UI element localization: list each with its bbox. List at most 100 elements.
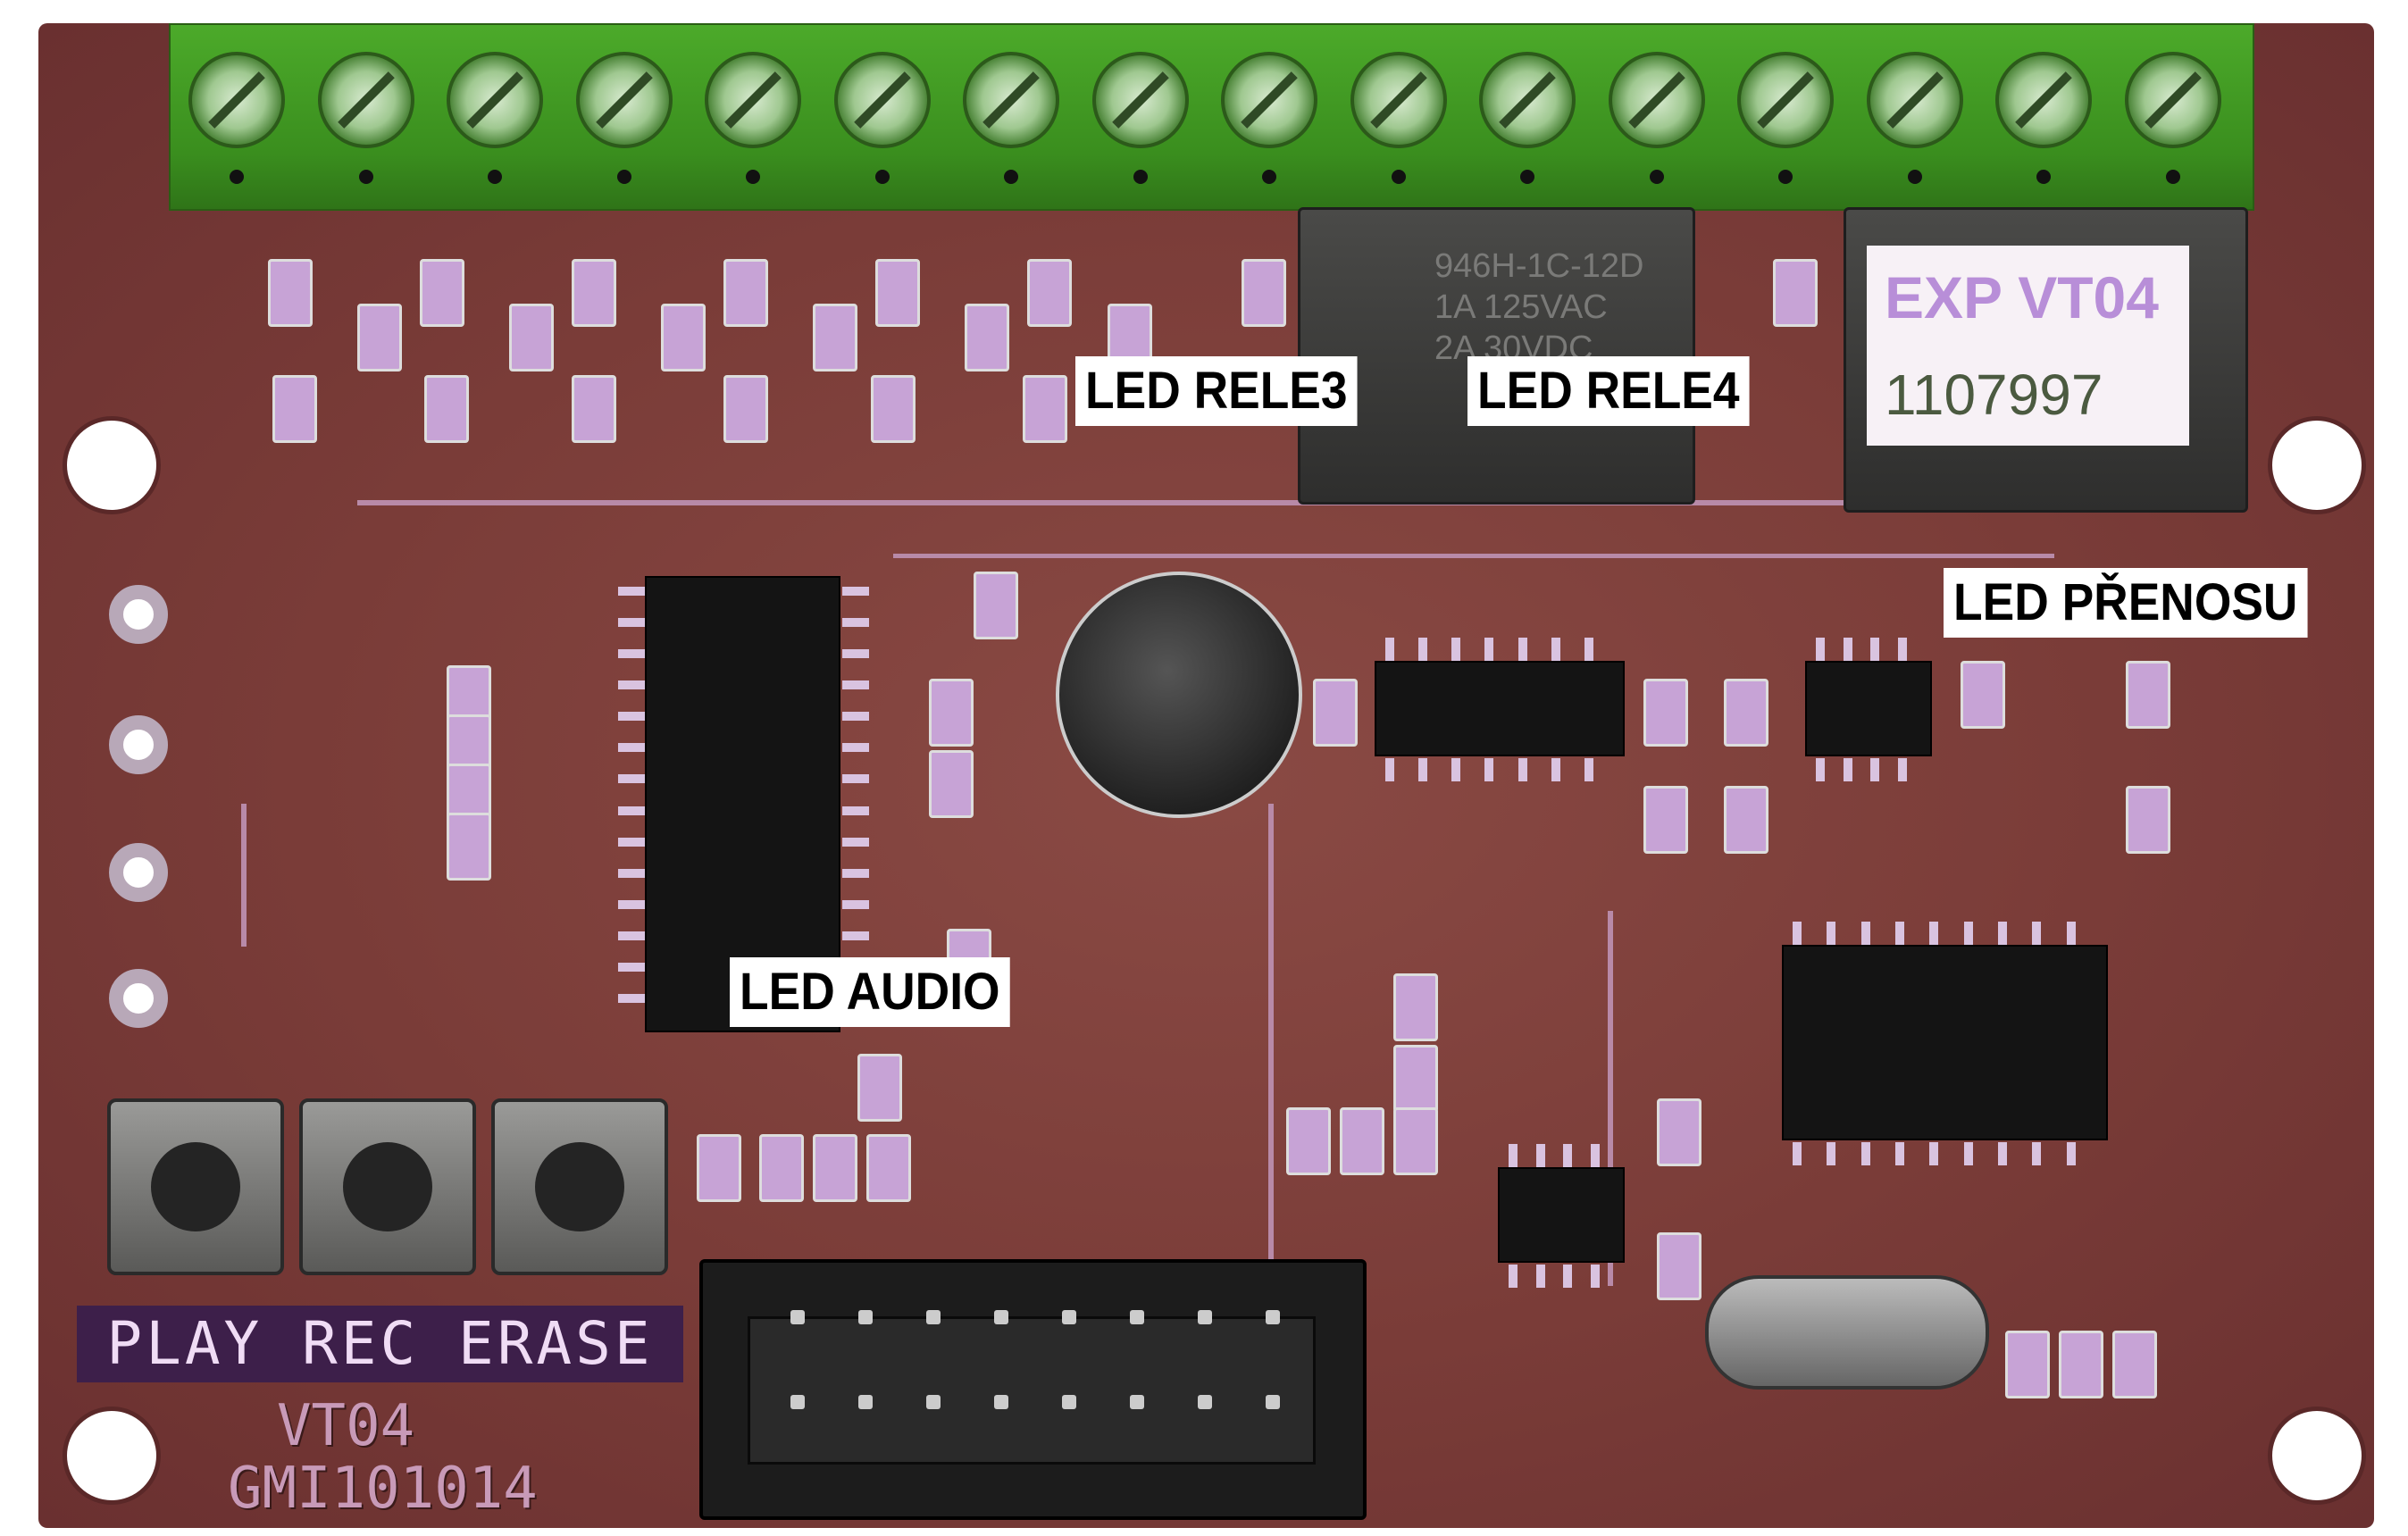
smd-component xyxy=(2005,1331,2050,1398)
terminal-hole xyxy=(1649,170,1664,184)
ic-pin xyxy=(842,899,869,909)
pcb-trace xyxy=(241,804,247,947)
ic-pin xyxy=(1484,758,1494,781)
mounting-hole xyxy=(63,1407,161,1505)
smd-component xyxy=(1643,679,1688,747)
smd-component xyxy=(1393,1045,1438,1113)
ic-pin xyxy=(1998,922,2007,945)
ic-pin xyxy=(618,993,645,1003)
smd-component xyxy=(420,259,464,327)
smd-component xyxy=(965,304,1009,371)
terminal-screw xyxy=(705,52,801,148)
terminal-screw xyxy=(1995,52,2092,148)
ic-pin xyxy=(1963,1142,1973,1165)
idc-header-connector xyxy=(699,1259,1367,1520)
terminal-hole xyxy=(2165,170,2180,184)
ic-pin xyxy=(618,931,645,940)
smd-component xyxy=(1340,1107,1384,1175)
terminal-hole xyxy=(616,170,631,184)
ic-pin xyxy=(1584,758,1593,781)
ic-pin xyxy=(1816,638,1825,661)
board-name: VT04 xyxy=(277,1393,415,1459)
ic-pin xyxy=(1929,1142,1939,1165)
ic-pin xyxy=(842,680,869,690)
smd-component xyxy=(1643,786,1688,854)
ic-pin xyxy=(842,649,869,659)
ic-pin xyxy=(1843,758,1852,781)
ic-pin xyxy=(842,618,869,628)
terminal-screw xyxy=(1350,52,1447,148)
ic-pin xyxy=(618,680,645,690)
terminal-screw xyxy=(963,52,1059,148)
ic-pin xyxy=(1998,1142,2007,1165)
ic-pin xyxy=(1793,922,1802,945)
sticker-title: EXP VT04 xyxy=(1885,264,2159,330)
rec-button xyxy=(299,1098,476,1275)
ic-chip xyxy=(1498,1144,1625,1288)
ic-pin xyxy=(1590,1144,1600,1167)
relay-marking: 1A 125VAC xyxy=(1434,288,1608,326)
ic-pin xyxy=(1535,1265,1545,1288)
smd-component xyxy=(871,375,916,443)
ic-pin xyxy=(1535,1144,1545,1167)
terminal-screw xyxy=(1479,52,1576,148)
terminal-screw xyxy=(1608,52,1705,148)
smd-component xyxy=(1724,786,1768,854)
ic-pin xyxy=(1897,638,1907,661)
ic-pin xyxy=(1418,638,1428,661)
ic-pin xyxy=(618,962,645,972)
terminal-hole xyxy=(1391,170,1406,184)
ic-pin xyxy=(1451,638,1461,661)
ic-pin xyxy=(2032,922,2042,945)
smd-component xyxy=(1313,679,1358,747)
ic-pin xyxy=(618,618,645,628)
terminal-screw xyxy=(447,52,543,148)
serial-sticker: EXP VT04 1107997 xyxy=(1867,246,2189,446)
callout-led-audio: LED AUDIO xyxy=(730,957,1010,1027)
ic-pin xyxy=(618,743,645,753)
mounting-hole xyxy=(2268,1407,2366,1505)
header-pin xyxy=(1198,1310,1212,1324)
header-pin xyxy=(1266,1395,1280,1409)
solder-pad xyxy=(109,585,168,644)
smd-component xyxy=(1657,1232,1701,1300)
smd-component xyxy=(447,813,491,881)
ic-pin xyxy=(2032,1142,2042,1165)
smd-component xyxy=(1393,1107,1438,1175)
smd-component xyxy=(272,375,317,443)
terminal-hole xyxy=(1778,170,1793,184)
crystal-oscillator xyxy=(1705,1275,1989,1390)
board-code: GMI101014 xyxy=(228,1456,538,1522)
header-pin xyxy=(790,1395,805,1409)
header-pin xyxy=(790,1310,805,1324)
ic-pin xyxy=(1385,638,1394,661)
ic-pin xyxy=(618,899,645,909)
smd-component xyxy=(974,572,1018,639)
smd-component xyxy=(2126,661,2170,729)
ic-pin xyxy=(1385,758,1394,781)
microphone xyxy=(1056,572,1302,818)
smd-component xyxy=(2112,1331,2157,1398)
smd-component xyxy=(1242,259,1286,327)
terminal-hole xyxy=(230,170,244,184)
smd-component xyxy=(2059,1331,2103,1398)
smd-component xyxy=(268,259,313,327)
mounting-hole xyxy=(2268,416,2366,514)
terminal-screw xyxy=(2124,52,2221,148)
smd-component xyxy=(929,750,974,818)
button-labels-silkscreen: PLAY REC ERASE xyxy=(77,1306,683,1382)
ic-pin xyxy=(618,587,645,596)
header-pin xyxy=(926,1395,941,1409)
smd-component xyxy=(875,259,920,327)
ic-pin xyxy=(2066,1142,2076,1165)
erase-button xyxy=(491,1098,668,1275)
audio-ic-chip xyxy=(618,576,869,1032)
ic-pin xyxy=(842,743,869,753)
ic-pin xyxy=(842,806,869,815)
header-pin xyxy=(926,1310,941,1324)
screw-terminal-block xyxy=(169,23,2254,211)
ic-pin xyxy=(1929,922,1939,945)
header-pin xyxy=(1130,1395,1144,1409)
terminal-screw xyxy=(575,52,673,148)
smd-component xyxy=(1773,259,1818,327)
